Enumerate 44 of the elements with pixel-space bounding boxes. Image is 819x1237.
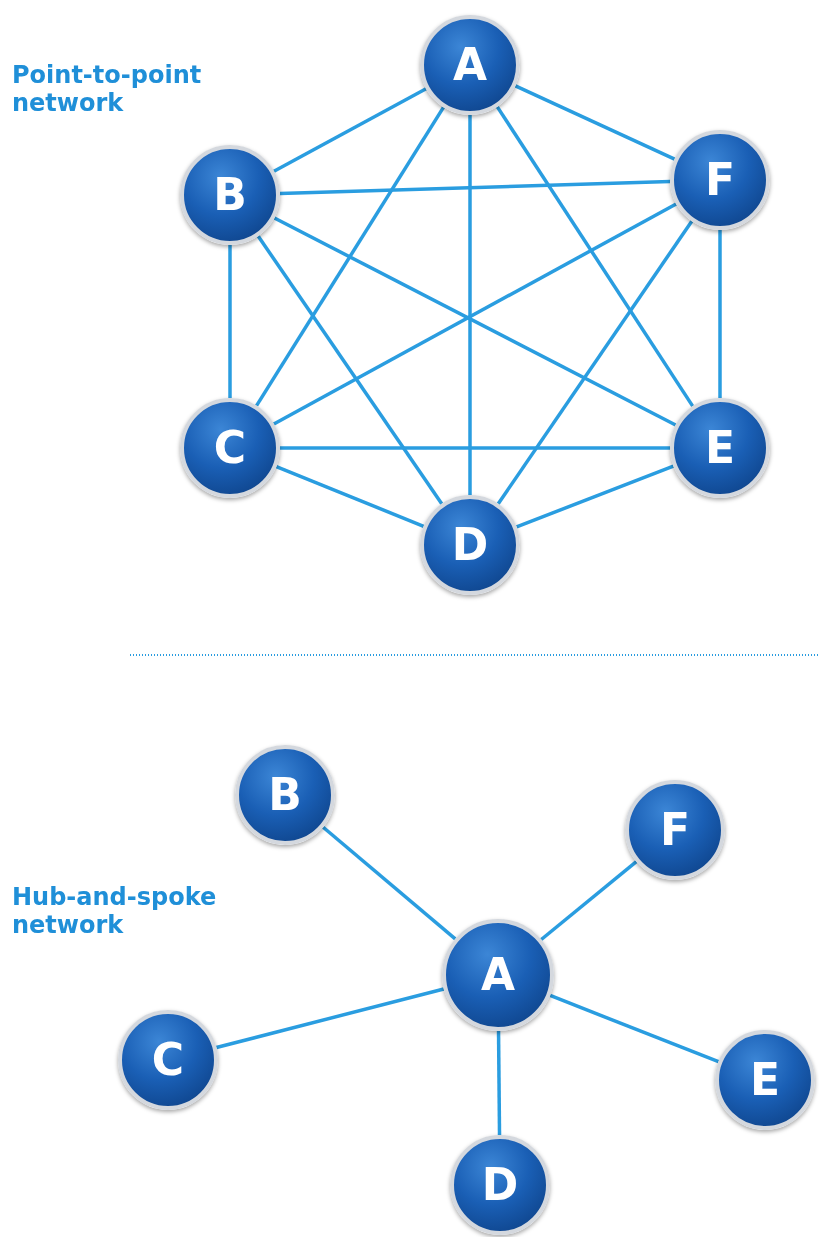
connection-line <box>280 446 670 450</box>
node-letter: C <box>213 426 247 470</box>
node-letter: A <box>480 953 516 997</box>
network-type-label: Hub-and-spoke network <box>12 884 218 940</box>
network-node-circle <box>625 780 725 880</box>
node-letter: C <box>151 1038 185 1082</box>
node-letter: F <box>659 808 691 852</box>
connection-line <box>273 87 427 173</box>
connection-line <box>228 245 232 398</box>
node-letter: E <box>749 1058 781 1102</box>
network-node-circle <box>118 1010 218 1110</box>
node-letter: B <box>213 173 247 217</box>
connection-line <box>468 115 472 495</box>
network-node-circle <box>180 398 280 498</box>
connection-line <box>275 465 425 528</box>
node-letter: B <box>268 773 302 817</box>
network-node-circle <box>442 919 554 1031</box>
network-node-circle <box>670 130 770 230</box>
connection-line <box>549 993 720 1064</box>
connection-line <box>216 987 445 1050</box>
connection-line <box>496 1031 502 1135</box>
network-node-circle <box>235 745 335 845</box>
connection-line <box>279 179 671 196</box>
connection-line <box>496 220 694 505</box>
connection-line <box>495 105 695 408</box>
node-letter: D <box>451 523 489 567</box>
node-letter: D <box>481 1163 519 1207</box>
connection-line <box>255 106 445 407</box>
connection-line <box>718 230 722 398</box>
node-letter: E <box>704 426 736 470</box>
network-node-circle <box>450 1135 550 1235</box>
connection-line <box>322 825 457 941</box>
network-node-circle <box>420 495 520 595</box>
connection-line <box>540 860 638 941</box>
connection-line <box>514 84 676 161</box>
network-node-circle <box>715 1030 815 1130</box>
connection-line <box>516 464 674 529</box>
node-letter: F <box>704 158 736 202</box>
network-node-circle <box>420 15 520 115</box>
network-node-circle <box>180 145 280 245</box>
network-node-circle <box>670 398 770 498</box>
connection-line <box>256 235 444 505</box>
node-letter: A <box>452 43 488 87</box>
network-type-label: Point-to-point network <box>12 62 203 118</box>
